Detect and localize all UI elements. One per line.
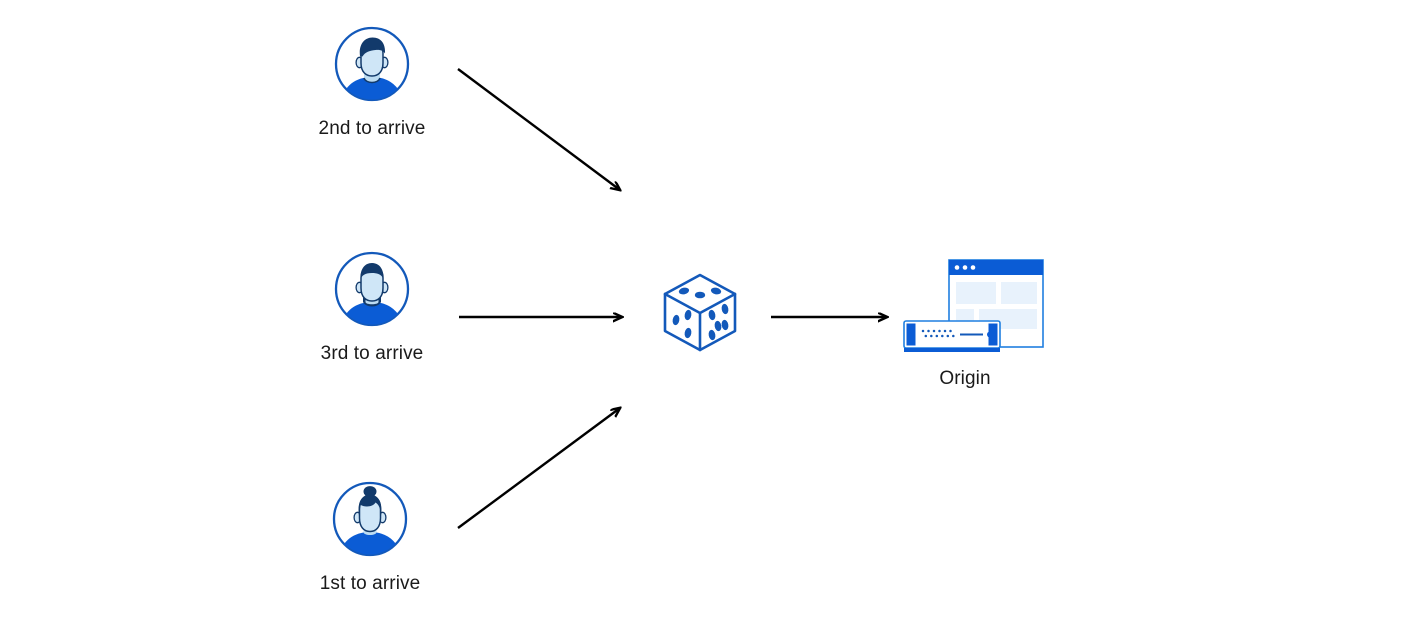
node-visitor-2nd: 2nd to arrive [302,25,442,141]
node-label-visitor-1st: 1st to arrive [319,573,421,594]
node-origin-server: Origin [875,255,1055,391]
arrow-1st-to-dice [457,408,620,529]
user-avatar-icon [333,25,411,103]
node-visitor-1st: 1st to arrive [300,480,440,596]
origin-server-icon [895,255,1044,355]
dice-icon [655,267,745,357]
user-avatar-icon [333,250,411,328]
user-avatar-icon [331,480,409,558]
arrow-2nd-to-dice [457,68,620,190]
node-label-visitor-3rd: 3rd to arrive [320,343,424,364]
node-label-visitor-2nd: 2nd to arrive [318,118,426,139]
node-load-balancer [655,267,745,357]
node-label-origin: Origin [939,368,991,389]
node-visitor-3rd: 3rd to arrive [302,250,442,366]
router-device-icon [903,320,1001,352]
